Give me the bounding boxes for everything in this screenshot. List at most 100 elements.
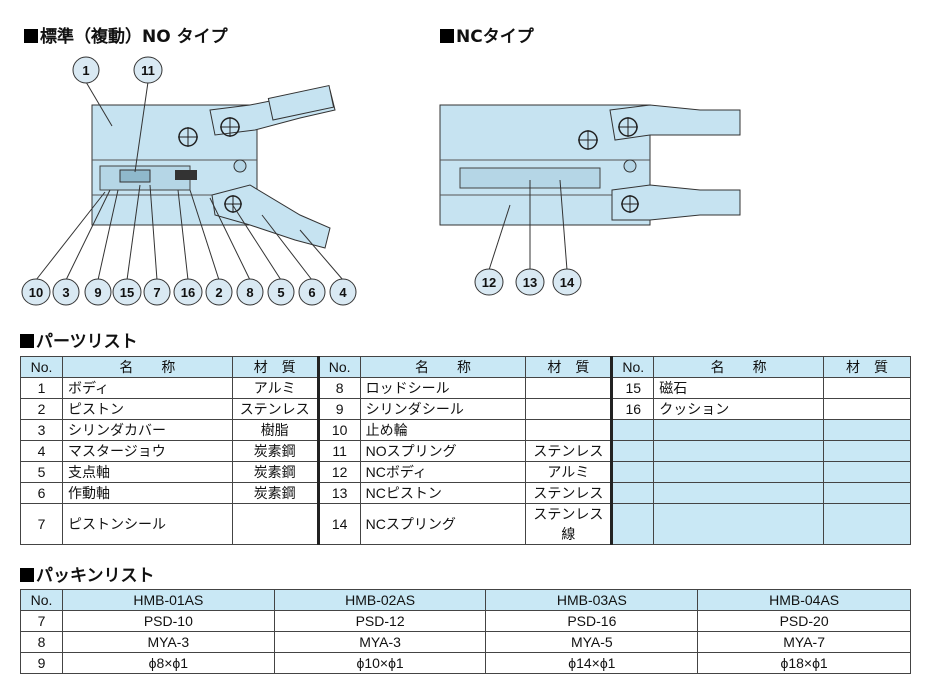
parts-cell-no: 8	[316, 377, 361, 399]
col-name: 名 称	[359, 356, 527, 378]
svg-text:16: 16	[181, 285, 195, 300]
parts-cell-name: シリンダカバー	[61, 419, 233, 441]
callout-6: 6	[298, 278, 326, 306]
parts-cell-no: 5	[20, 461, 63, 483]
parts-cell-material	[823, 461, 911, 483]
svg-text:5: 5	[277, 285, 284, 300]
col-model: HMB-02AS	[273, 589, 487, 611]
parts-cell-material	[823, 503, 911, 545]
packing-cell-value: ϕ18×ϕ1	[697, 652, 911, 674]
svg-text:2: 2	[215, 285, 222, 300]
parts-cell-no: 6	[20, 482, 63, 504]
parts-cell-material: 炭素鋼	[231, 482, 319, 504]
packing-cell-value: MYA-3	[61, 631, 275, 653]
callout-10: 10	[21, 278, 51, 306]
svg-text:11: 11	[141, 63, 155, 78]
callout-2: 2	[205, 278, 233, 306]
packing-cell-value: MYA-3	[273, 631, 487, 653]
parts-cell-name: ロッドシール	[359, 377, 527, 399]
col-model: HMB-04AS	[697, 589, 911, 611]
parts-cell-material	[525, 398, 613, 420]
svg-text:7: 7	[153, 285, 160, 300]
callout-9: 9	[84, 278, 112, 306]
square-bullet-icon	[20, 334, 34, 348]
parts-cell-no	[610, 482, 655, 504]
parts-cell-name: ピストンシール	[61, 503, 233, 545]
packing-cell-no: 9	[20, 652, 63, 674]
parts-cell-no: 10	[316, 419, 361, 441]
parts-cell-no: 7	[20, 503, 63, 545]
parts-cell-no	[610, 440, 655, 462]
parts-cell-no: 2	[20, 398, 63, 420]
nc-type-drawing	[439, 104, 741, 271]
svg-text:4: 4	[339, 285, 347, 300]
parts-cell-material	[823, 419, 911, 441]
parts-cell-name: 支点軸	[61, 461, 233, 483]
svg-text:14: 14	[560, 275, 575, 290]
square-bullet-icon	[24, 29, 38, 43]
col-material: 材 質	[823, 356, 911, 378]
parts-cell-material	[231, 503, 319, 545]
packing-cell-value: ϕ14×ϕ1	[485, 652, 699, 674]
parts-list-title: パーツリスト	[36, 332, 138, 352]
parts-cell-material	[823, 377, 911, 399]
svg-text:15: 15	[120, 285, 134, 300]
parts-cell-no: 13	[316, 482, 361, 504]
parts-cell-name: NCボディ	[359, 461, 527, 483]
parts-cell-material: 炭素鋼	[231, 461, 319, 483]
parts-cell-no	[610, 461, 655, 483]
packing-cell-value: MYA-5	[485, 631, 699, 653]
parts-cell-no: 3	[20, 419, 63, 441]
parts-cell-material: アルミ	[231, 377, 319, 399]
packing-cell-value: PSD-12	[273, 610, 487, 632]
parts-cell-name: マスタージョウ	[61, 440, 233, 462]
packing-cell-value: PSD-16	[485, 610, 699, 632]
parts-list-heading: パーツリスト	[20, 327, 138, 352]
parts-cell-material: ステンレス	[231, 398, 319, 420]
packing-header-row: No. HMB-01AS HMB-02AS HMB-03AS HMB-04AS	[20, 589, 911, 611]
col-no: No.	[20, 356, 63, 378]
parts-cell-name: NOスプリング	[359, 440, 527, 462]
parts-cell-name	[653, 503, 825, 545]
parts-cell-material	[525, 377, 613, 399]
nc-type-heading: NCタイプ	[440, 22, 534, 47]
callout-16: 16	[173, 278, 203, 306]
parts-cell-name: 作動軸	[61, 482, 233, 504]
callout-3: 3	[52, 278, 80, 306]
parts-cell-name: 磁石	[653, 377, 825, 399]
col-name: 名 称	[653, 356, 825, 378]
callouts: 1 11 10 3 9 15 7 16 2 8 5 6 4 12 13 14	[21, 56, 582, 306]
parts-cell-material: 樹脂	[231, 419, 319, 441]
parts-cell-name: ボディ	[61, 377, 233, 399]
col-material: 材 質	[525, 356, 613, 378]
parts-cell-name: クッション	[653, 398, 825, 420]
callout-11: 11	[133, 56, 163, 84]
no-type-heading: 標準（複動）NO タイプ	[24, 22, 228, 47]
callout-8: 8	[236, 278, 264, 306]
col-no: No.	[610, 356, 655, 378]
parts-cell-no: 16	[610, 398, 655, 420]
svg-text:12: 12	[482, 275, 496, 290]
nc-type-title: NCタイプ	[456, 27, 534, 47]
parts-cell-no	[610, 419, 655, 441]
parts-cell-material	[823, 398, 911, 420]
parts-cell-no: 4	[20, 440, 63, 462]
packing-cell-no: 7	[20, 610, 63, 632]
col-name: 名 称	[61, 356, 233, 378]
gripper-drawings: 1 11 10 3 9 15 7 16 2 8 5 6 4 12 13 14	[21, 56, 741, 306]
callout-12: 12	[474, 268, 504, 296]
parts-cell-no: 15	[610, 377, 655, 399]
col-model: HMB-01AS	[61, 589, 275, 611]
svg-text:6: 6	[308, 285, 315, 300]
parts-cell-material: ステンレス線	[525, 503, 613, 545]
parts-cell-name	[653, 482, 825, 504]
